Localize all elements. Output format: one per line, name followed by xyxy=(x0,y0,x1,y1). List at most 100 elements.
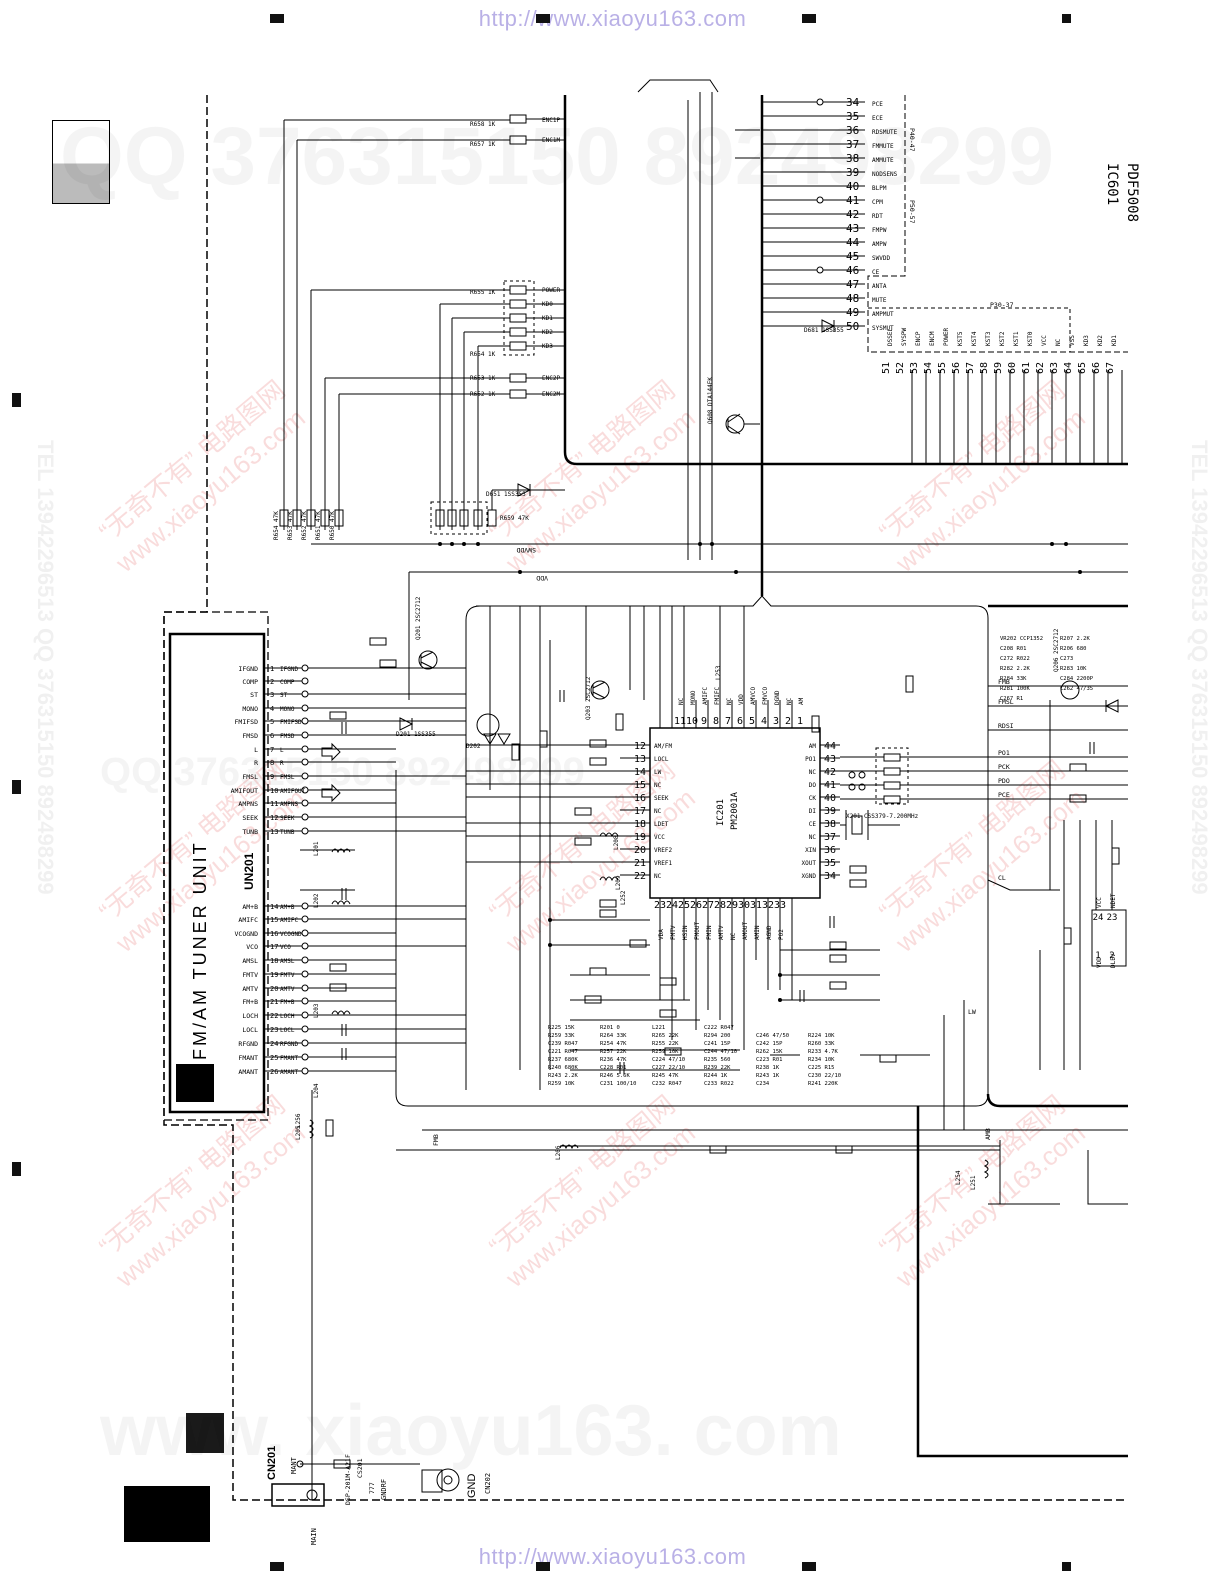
tuner-pin-net: RFGND xyxy=(280,1041,298,1048)
ic601-pin-number: 36 xyxy=(846,124,859,137)
ic201-pin-number: 38 xyxy=(824,819,836,830)
tuner-pin-name: RFGND xyxy=(238,1040,258,1048)
tuner-pin-net: FM+B xyxy=(280,999,295,1006)
part-label: R239 22K xyxy=(704,1065,731,1071)
ic201-pin-number: 22 xyxy=(634,871,646,882)
tuner-pin-name: AMSL xyxy=(242,957,258,965)
ic201-pin-number: 43 xyxy=(824,754,836,765)
ic601-pin-number: 37 xyxy=(846,138,859,151)
part-label: C222 R047 xyxy=(704,1025,734,1031)
registration-mark xyxy=(1062,1562,1071,1571)
ic201-pin-number: 24 xyxy=(666,900,678,911)
registration-mark xyxy=(802,1562,816,1571)
part-label: R240 680K xyxy=(548,1065,578,1071)
header-url[interactable]: http://www.xiaoyu163.com xyxy=(478,6,747,31)
resistor-label: R659 47K xyxy=(500,515,529,522)
tuner-pin-name: AMIFC xyxy=(238,916,258,924)
tuner-pin-number: 2 xyxy=(270,678,274,686)
ic601-pin-name: KST0 xyxy=(1027,331,1034,346)
tuner-pin-name: FMSL xyxy=(242,773,258,781)
net-label-ic601-input: KD2 xyxy=(542,329,553,336)
transistor-label: Q203 2SC2712 xyxy=(585,676,592,720)
part-label: R264 33K xyxy=(600,1033,627,1039)
part-label: R257 22K xyxy=(600,1049,627,1055)
part-label: R233 4.7K xyxy=(808,1049,838,1055)
ic601-pin-name: RDSMUTE xyxy=(872,129,898,136)
ic601-pin-name: CPM xyxy=(872,199,883,206)
coil-label: L203 xyxy=(313,1003,320,1018)
ic201-pin-number: 12 xyxy=(634,741,646,752)
net-label-ic601-input: ENC2M xyxy=(542,391,560,398)
part-label: R255 22K xyxy=(652,1041,679,1047)
diode-label: D202 xyxy=(466,743,481,750)
ic201-pin-name: DI xyxy=(809,808,817,815)
ic201-pin-name: MONO xyxy=(690,690,697,705)
part-label: R237 680K xyxy=(548,1057,578,1063)
tuner-pin-net: IFGND xyxy=(280,666,298,673)
resistor-bank-label: R652 47K xyxy=(301,511,308,540)
ic201-pin-number: 42 xyxy=(824,767,836,778)
tuner-pin-name: VCO xyxy=(246,943,258,951)
part-label: R254 47K xyxy=(600,1041,627,1047)
tuner-pin-name: AMTV xyxy=(242,985,258,993)
tuner-pin-net: MONO xyxy=(280,706,295,713)
net-label-rds: PCK xyxy=(998,763,1010,771)
ic201-pin-name: VDD xyxy=(738,694,745,705)
tuner-pin-net: LOCL xyxy=(280,1027,295,1034)
net-label-ic601-input: KD3 xyxy=(542,343,553,350)
part-label-right: R281 100K xyxy=(1000,686,1030,692)
coil-label: L204 xyxy=(313,1083,320,1098)
part-label: R235 560 xyxy=(704,1057,731,1063)
ic201-pin-name: FMVCO xyxy=(762,687,769,705)
part-label-right: C208 R01 xyxy=(1000,646,1027,652)
ic601-pin-name: DSSEL xyxy=(887,328,894,346)
coil-label: L201 xyxy=(313,841,320,856)
ic201-pin-number: 31 xyxy=(750,900,762,911)
ic201-ref: IC201 xyxy=(716,798,726,826)
ic202-pin-name: VCC xyxy=(1096,897,1103,908)
ic601-pin-name: BLPM xyxy=(872,185,887,192)
ic201-pin-number: 6 xyxy=(737,716,743,727)
ic601-pin-name: NC xyxy=(1055,338,1062,346)
tuner-pin-number: 7 xyxy=(270,746,274,754)
tuner-pin-number: 18 xyxy=(270,957,278,965)
ic201-pin-name: SEEK xyxy=(654,795,669,802)
tuner-pin-number: 5 xyxy=(270,718,274,726)
ic601-pin-number: 65 xyxy=(1077,362,1088,374)
net-label-rds: PO1 xyxy=(998,749,1010,757)
net-label-lw: LW xyxy=(968,1008,976,1016)
net-label-rds: PCE xyxy=(998,791,1010,799)
part-label: R259 33K xyxy=(548,1033,575,1039)
ic601-pin-name: ENCM xyxy=(929,331,936,346)
ic201-pin-number: 29 xyxy=(726,900,738,911)
tuner-pin-number: 17 xyxy=(270,943,278,951)
ic201-pin-number: 9 xyxy=(701,716,707,727)
coil-label: L256 xyxy=(295,1113,302,1128)
ic601-pin-number: 64 xyxy=(1063,362,1074,374)
tuner-pin-name: SEEK xyxy=(242,814,258,822)
ic601-pin-name: KST4 xyxy=(971,331,978,346)
net-label-rds: RDSI xyxy=(998,722,1014,730)
ic601-pin-name: RDT xyxy=(872,213,883,220)
ic201-pin-name: NC xyxy=(654,873,662,880)
net-label-rds: FMB xyxy=(998,678,1010,686)
ic201-part: PM2001A xyxy=(730,792,740,830)
net-label-ic601-input: POWER xyxy=(542,287,560,294)
tuner-pin-name: FMTV xyxy=(242,971,258,979)
tuner-pin-net: R xyxy=(280,760,284,767)
registration-mark xyxy=(1062,14,1071,23)
coil-label: L205 xyxy=(295,1125,302,1140)
ic201-pin-name: AGND xyxy=(766,925,773,940)
tuner-pin-net: AMIFC xyxy=(280,917,298,924)
page-marker xyxy=(124,1486,210,1542)
footer-url[interactable]: http://www.xiaoyu163.com xyxy=(478,1544,747,1569)
coil-label: L208 xyxy=(613,835,620,850)
ic601-pin-number: 44 xyxy=(846,236,860,249)
ic201-pin-name: AM/FM xyxy=(654,743,672,750)
watermark-qq-mid: QQ 376315150 892498299 xyxy=(100,750,585,795)
ic201-pin-name: XIN xyxy=(805,847,816,854)
ic601-pin-number: 35 xyxy=(846,110,859,123)
tuner-pin-number: 10 xyxy=(270,787,278,795)
ic601-pin-number: 53 xyxy=(909,362,920,374)
cn201-ref: CN201 xyxy=(266,1445,278,1480)
